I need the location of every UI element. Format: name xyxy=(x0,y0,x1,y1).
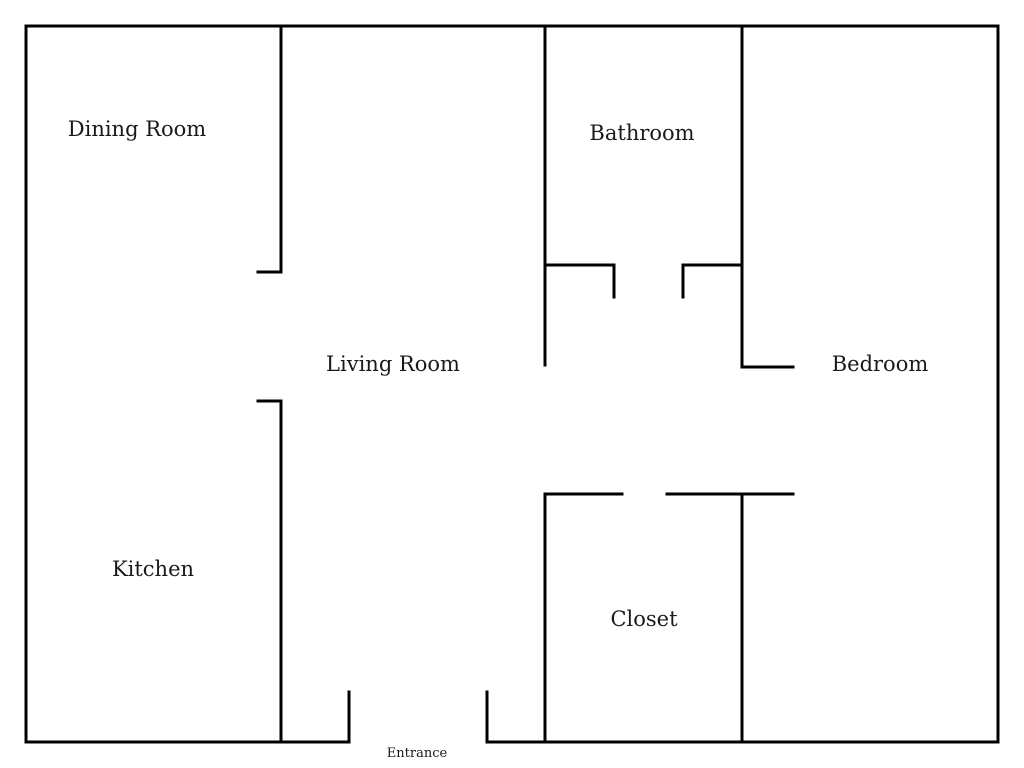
bathroom-walls xyxy=(543,24,744,369)
room-label-bathroom: Bathroom xyxy=(589,121,694,145)
room-label-living-room: Living Room xyxy=(326,352,460,376)
room-label-dining-room: Dining Room xyxy=(68,117,207,141)
room-label-bedroom: Bedroom xyxy=(832,352,929,376)
entrance-label: Entrance xyxy=(387,746,448,761)
left-partition xyxy=(256,24,283,744)
entrance-jambs xyxy=(347,690,489,744)
room-label-kitchen: Kitchen xyxy=(112,557,194,581)
closet-walls xyxy=(543,492,795,744)
room-label-closet: Closet xyxy=(610,607,678,631)
